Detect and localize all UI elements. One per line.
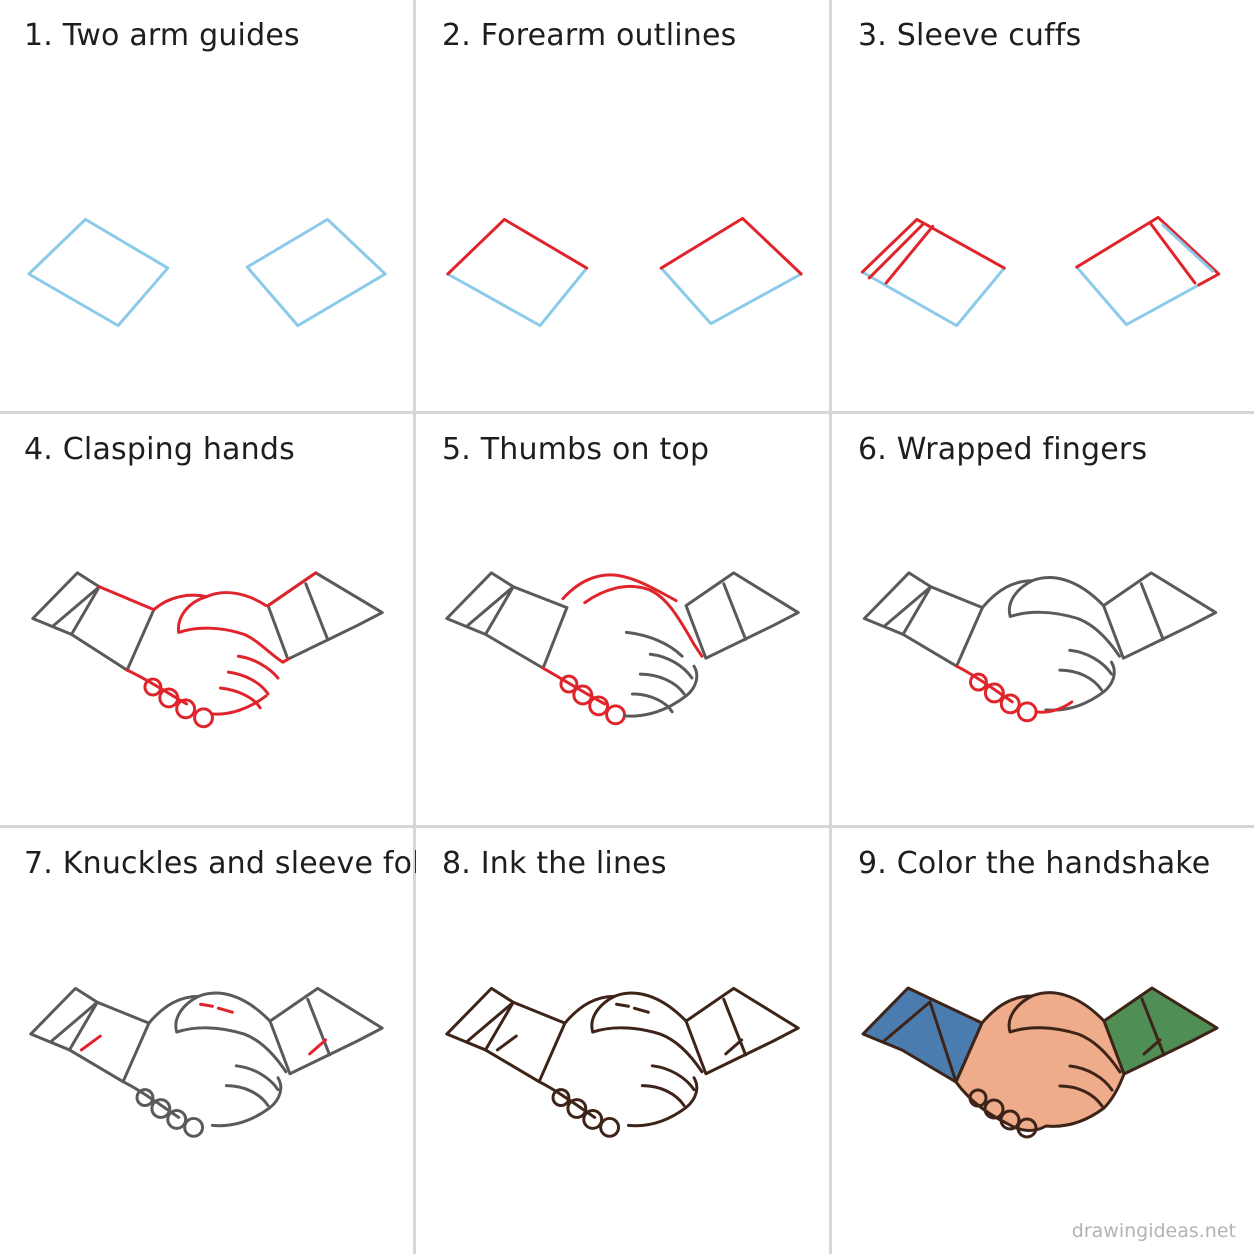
step-title: 7. Knuckles and sleeve folds [24, 846, 456, 881]
step-title: 5. Thumbs on top [442, 432, 710, 467]
step-title: 1. Two arm guides [24, 18, 300, 53]
step-panel-7: 7. Knuckles and sleeve folds [0, 828, 456, 1254]
sleeve-cuffs-drawing [860, 215, 1221, 328]
inked-lines-drawing [445, 986, 800, 1138]
step-panel-5: 5. Thumbs on top [416, 414, 832, 828]
arm-guides-drawing [27, 217, 387, 328]
step-panel-3: 3. Sleeve cuffs [832, 0, 1254, 414]
watermark: drawingideas.net [1071, 1220, 1236, 1242]
step-panel-1: 1. Two arm guides [0, 0, 416, 414]
thumbs-on-top-drawing [445, 571, 800, 726]
step-panel-6: 6. Wrapped fingers [832, 414, 1254, 828]
forearm-outlines-drawing [446, 216, 803, 328]
clasping-hands-drawing [31, 571, 384, 729]
step-panel-4: 4. Clasping hands [0, 414, 416, 828]
step-panel-9: 9. Color the handshake [832, 828, 1254, 1254]
step-title: 3. Sleeve cuffs [858, 18, 1082, 53]
step-panel-8: 8. Ink the lines [416, 828, 832, 1254]
step-title: 9. Color the handshake [858, 846, 1211, 881]
step-title: 6. Wrapped fingers [858, 432, 1148, 467]
step-title: 4. Clasping hands [24, 432, 295, 467]
step-title: 2. Forearm outlines [442, 18, 737, 53]
step-title: 8. Ink the lines [442, 846, 667, 881]
knuckles-and-folds-drawing [29, 986, 384, 1138]
colored-handshake-drawing [861, 986, 1219, 1139]
step-panel-2: 2. Forearm outlines [416, 0, 832, 414]
wrapped-fingers-drawing [862, 571, 1218, 723]
